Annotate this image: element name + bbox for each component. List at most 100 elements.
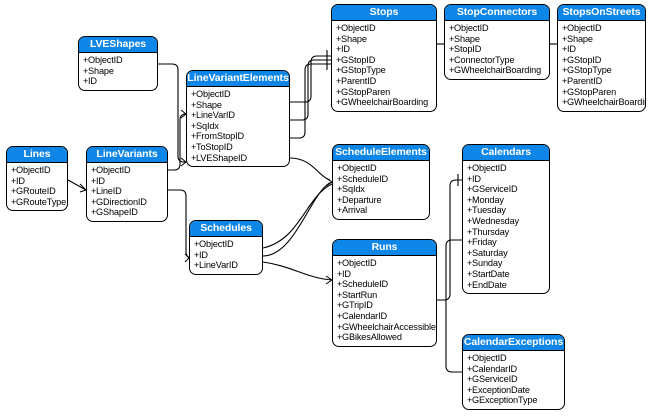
- field-row: +LineVarID: [191, 110, 289, 121]
- field-marker: +: [449, 54, 455, 65]
- entity-schedules[interactable]: Schedules +ObjectID +ID +LineVarID: [189, 220, 263, 275]
- field-marker: +: [562, 75, 568, 86]
- field-marker: +: [11, 186, 17, 197]
- entity-lveshapes[interactable]: LVEShapes +ObjectID +Shape +ID: [78, 36, 158, 91]
- field-label: ExceptionDate: [472, 384, 530, 395]
- edge-lvelements-stops-c: [290, 63, 331, 139]
- field-marker: +: [91, 175, 97, 186]
- field-marker: +: [336, 97, 342, 108]
- field-marker: +: [336, 44, 342, 55]
- field-marker: +: [467, 205, 473, 216]
- entity-field-list: +ObjectID +Shape +StopID +ConnectorType …: [445, 21, 549, 79]
- field-marker: +: [11, 196, 17, 207]
- entity-stopconnectors[interactable]: StopConnectors +ObjectID +Shape +StopID …: [444, 4, 550, 80]
- field-row: +Friday: [467, 237, 549, 248]
- field-label: Thursday: [472, 226, 510, 237]
- field-label: ObjectID: [342, 258, 377, 268]
- field-marker: +: [336, 54, 342, 65]
- field-label: StartRun: [342, 289, 378, 300]
- field-label: GShapeID: [96, 207, 138, 218]
- field-label: ObjectID: [567, 23, 602, 33]
- field-row: +StopID: [449, 44, 549, 55]
- entity-field-list: +ObjectID +ID +GRouteID +GRouteType: [7, 163, 67, 210]
- field-marker: +: [83, 76, 89, 87]
- entity-calendarexceptions[interactable]: CalendarExceptions +ObjectID +CalendarID…: [462, 334, 565, 410]
- field-row: +Thursday: [467, 227, 549, 238]
- field-label: Friday: [472, 237, 497, 248]
- field-row: +GBikesAllowed: [337, 332, 436, 343]
- field-label: ID: [341, 44, 350, 55]
- field-marker: +: [336, 33, 342, 44]
- field-row: +SqIdx: [337, 184, 429, 195]
- field-marker: +: [467, 173, 473, 184]
- field-label: Sunday: [472, 258, 503, 269]
- field-marker: +: [467, 384, 473, 395]
- entity-field-list: +ObjectID +ID +LineID +GDirectionID +GSh…: [87, 163, 167, 221]
- entity-stopsonstreets[interactable]: StopsOnStreets +ObjectID +Shape +ID +GSt…: [557, 4, 646, 112]
- field-row: +GStopID: [336, 55, 436, 66]
- field-label: Tuesday: [472, 205, 506, 216]
- field-row: +ObjectID: [11, 165, 67, 176]
- field-row: +ExceptionDate: [467, 385, 564, 396]
- field-label: ObjectID: [472, 163, 507, 173]
- field-row: +GStopType: [336, 65, 436, 76]
- field-row: +StartRun: [337, 290, 436, 301]
- field-row: +Tuesday: [467, 205, 549, 216]
- field-row: +GStopType: [562, 65, 645, 76]
- entity-scheduleelements[interactable]: ScheduleElements +ObjectID +ScheduleID +…: [332, 144, 430, 220]
- field-label: LineVarID: [199, 260, 238, 271]
- entity-title: Schedules: [190, 221, 262, 237]
- entity-title: Runs: [333, 240, 436, 256]
- field-marker: +: [467, 184, 473, 195]
- field-label: ObjectID: [342, 163, 377, 173]
- field-row: +LVEShapeID: [191, 153, 289, 164]
- entity-linevariantelements[interactable]: LineVariantElements +ObjectID +Shape +Li…: [186, 70, 290, 168]
- field-row: +CalendarID: [337, 311, 436, 322]
- entity-calendars[interactable]: Calendars +ObjectID +ID +GServiceID +Mon…: [462, 144, 550, 295]
- field-marker: +: [91, 207, 97, 218]
- entity-title: LineVariants: [87, 147, 167, 163]
- field-label: ScheduleID: [342, 279, 388, 290]
- field-marker: +: [83, 55, 89, 65]
- entity-field-list: +ObjectID +ID +ScheduleID +StartRun +GTr…: [333, 256, 436, 346]
- field-row: +GRouteID: [11, 186, 67, 197]
- entity-lines[interactable]: Lines +ObjectID +ID +GRouteID +GRouteTyp…: [6, 146, 68, 212]
- entity-field-list: +ObjectID +Shape +ID: [79, 53, 157, 90]
- entity-title: Calendars: [463, 145, 549, 161]
- entity-title: StopsOnStreets: [558, 5, 645, 21]
- field-label: ObjectID: [16, 165, 51, 175]
- entity-stops[interactable]: Stops +ObjectID +Shape +ID +GStopID +GSt…: [331, 4, 437, 112]
- entity-title: CalendarExceptions: [463, 335, 564, 351]
- field-marker: +: [191, 152, 197, 163]
- field-row: +ObjectID: [337, 258, 436, 269]
- field-marker: +: [337, 163, 343, 173]
- edge-lines-linevariants: [67, 179, 87, 191]
- field-row: +CalendarID: [467, 364, 564, 375]
- field-row: +EndDate: [467, 280, 549, 291]
- field-row: +ObjectID: [467, 353, 564, 364]
- field-marker: +: [83, 65, 89, 76]
- entity-runs[interactable]: Runs +ObjectID +ID +ScheduleID +StartRun…: [332, 239, 437, 347]
- field-row: +ID: [91, 176, 167, 187]
- field-row: +ObjectID: [191, 89, 289, 100]
- field-row: +ParentID: [336, 76, 436, 87]
- field-row: +ID: [11, 176, 67, 187]
- field-row: +ID: [467, 174, 549, 185]
- field-row: +FromStopID: [191, 131, 289, 142]
- field-label: ToStopID: [196, 141, 233, 152]
- entity-linevariants[interactable]: LineVariants +ObjectID +ID +LineID +GDir…: [86, 146, 168, 222]
- field-marker: +: [91, 196, 97, 207]
- field-label: CalendarID: [342, 310, 387, 321]
- field-marker: +: [91, 165, 97, 175]
- field-label: GServiceID: [472, 374, 518, 385]
- entity-title: Lines: [7, 147, 67, 163]
- field-marker: +: [467, 194, 473, 205]
- field-row: +GExceptionType: [467, 395, 564, 406]
- field-marker: +: [337, 321, 343, 332]
- field-row: +GShapeID: [91, 207, 167, 218]
- field-label: SqIdx: [342, 184, 365, 195]
- field-marker: +: [467, 395, 473, 406]
- field-label: ParentID: [341, 75, 377, 86]
- field-label: ObjectID: [472, 353, 507, 363]
- field-label: ObjectID: [341, 23, 376, 33]
